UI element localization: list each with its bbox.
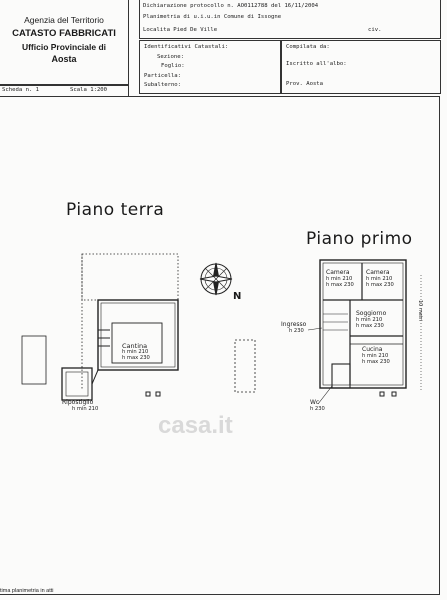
protocol-line: Dichiarazione protocollo n. AO0112788 de… (143, 3, 319, 9)
north-label: N (233, 291, 242, 302)
ground-floor-title: Piano terra (66, 200, 165, 220)
footer-note: tima planimetria in atti (0, 588, 54, 594)
room-cucina: Cucina h min 210 h max 230 (362, 346, 390, 366)
planimetria-line: Planimetria di u.i.u.in Comune di Issogn… (143, 14, 282, 20)
room-camera-2: Camera h min 210 h max 230 (366, 269, 394, 289)
subalterno-label: Subalterno: (144, 82, 182, 88)
foglio-label: Foglio: (161, 63, 185, 69)
catastali-title: Identificativi Catastali: (144, 44, 229, 50)
office-city: Aosta (51, 54, 77, 64)
iscritto-label: Iscritto all'albo: (286, 61, 347, 67)
agency-name: Agenzia del Territorio (24, 15, 104, 25)
catastali-box (139, 40, 281, 94)
prov-label: Prov. Aosta (286, 81, 324, 87)
first-floor-title: Piano primo (306, 229, 413, 249)
room-soggiorno: Soggiorno h min 210 h max 230 (356, 310, 387, 330)
civ-label: civ. (368, 27, 382, 33)
room-ripostiglio: Ripostiglio h min 210 (62, 399, 99, 413)
room-wc: Wc h 230 (310, 399, 325, 413)
localita-line: Localita Pied De Ville (143, 27, 218, 33)
particella-label: Particella: (144, 73, 182, 79)
compilata-label: Compilata da: (286, 44, 330, 50)
sezione-label: Sezione: (157, 54, 184, 60)
watermark-text: casa.it (158, 412, 233, 439)
scala-label: Scala 1:200 (70, 87, 108, 93)
protocol-box (139, 0, 441, 39)
scale-side-note: 10 metri (417, 300, 423, 322)
watermark-logo: casa.it (158, 412, 233, 440)
header-office-box (0, 0, 129, 85)
compilata-box (281, 40, 441, 94)
scheda-label: Scheda n. 1 (2, 87, 40, 93)
room-camera-1: Camera h min 210 h max 230 (326, 269, 354, 289)
room-ingresso: Ingresso h 230 (281, 321, 307, 335)
drawing-frame (0, 96, 440, 595)
office-subtitle: Ufficio Provinciale di (21, 42, 107, 52)
office-block: Agenzia del Territorio CATASTO FABBRICAT… (0, 0, 128, 84)
catasto-title: CATASTO FABBRICATI (12, 28, 116, 39)
room-cantina: Cantina h min 210 h max 230 (122, 342, 150, 361)
